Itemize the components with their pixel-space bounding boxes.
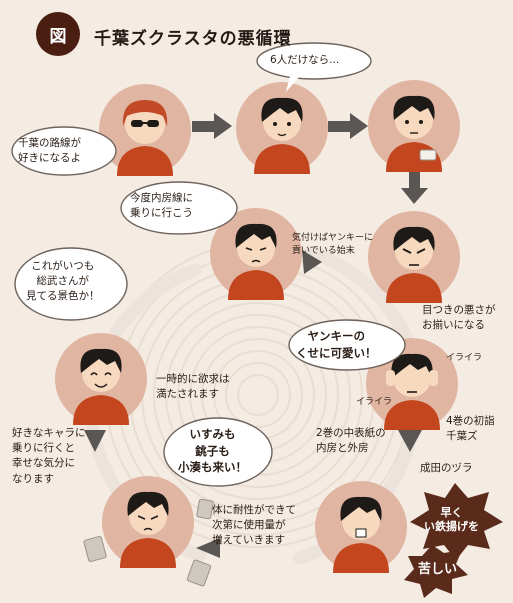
label-line: 気付けばヤンキーに bbox=[292, 233, 374, 243]
character-figure bbox=[73, 348, 129, 425]
character-figure bbox=[254, 97, 310, 174]
bubble-line: 今度内房線に bbox=[130, 192, 193, 204]
bubble-line: ヤンキーの bbox=[307, 329, 366, 343]
label-line: 内房と外房 bbox=[316, 442, 369, 455]
figure-badge: 図 bbox=[36, 12, 80, 56]
bubble-line: 好きになるよ bbox=[18, 152, 81, 165]
step-label: 成田のヅラ bbox=[420, 462, 473, 474]
label-line: 一時的に欲求は bbox=[156, 373, 230, 385]
bubble-line: 乗りに行こう bbox=[130, 207, 193, 220]
bubble-line: 総武さんが bbox=[36, 275, 90, 288]
step-label: 2巻の中表紙の 内房と外房 bbox=[316, 426, 386, 456]
cycle-arrowheads bbox=[84, 250, 422, 558]
character-figure bbox=[386, 95, 442, 172]
star-callout-text: 早く い鉄揚げを bbox=[424, 506, 479, 534]
character-figure bbox=[386, 226, 442, 303]
label-line: 体に耐性ができて bbox=[212, 504, 296, 516]
irritation-label: イライラ bbox=[446, 353, 483, 363]
label-line: 幸せな気分に bbox=[12, 457, 75, 470]
bubble-line: くせに可愛い！ bbox=[296, 345, 377, 360]
label-line: 次第に使用量が bbox=[212, 519, 286, 532]
star-line: い鉄揚げを bbox=[424, 519, 479, 533]
speech-bubbles bbox=[11, 42, 406, 487]
character-figure bbox=[117, 100, 173, 176]
character-figure bbox=[120, 491, 176, 568]
bubble-text: いすみも 銚子も 小湊も来い！ bbox=[178, 426, 247, 476]
star-callout-text: 苦しい bbox=[418, 562, 458, 577]
label-line: 満たされます bbox=[156, 388, 219, 401]
bubble-text: ヤンキーの くせに可愛い！ bbox=[296, 328, 377, 361]
step-label: 一時的に欲求は 満たされます bbox=[156, 372, 230, 402]
bubble-text: 千葉の路線が 好きになるよ bbox=[18, 136, 81, 166]
bubble-text: これがいつも 総武さんが 見てる景色か！ bbox=[26, 259, 100, 305]
step-label: 目つきの悪さが お揃いになる bbox=[422, 303, 496, 333]
step-label: 4巻の初詣 千葉ズ bbox=[446, 414, 495, 444]
label-line: 好きなキャラに bbox=[12, 427, 86, 439]
bubble-line: 銚子も bbox=[195, 443, 230, 458]
label-line: お揃いになる bbox=[422, 319, 485, 332]
bubble-text: 6人だけなら... bbox=[270, 54, 340, 66]
label-line: 貢いでいる始末 bbox=[292, 246, 355, 257]
label-line: 増えていきます bbox=[212, 534, 285, 547]
label-line: 2巻の中表紙の bbox=[316, 427, 386, 439]
character-figures bbox=[73, 95, 442, 573]
bubble-line: 千葉の路線が bbox=[18, 137, 81, 149]
bubble-line: 見てる景色か！ bbox=[26, 290, 100, 303]
bubble-line: これがいつも bbox=[31, 260, 95, 272]
bubble-line: いすみも bbox=[189, 427, 236, 441]
character-figure bbox=[333, 496, 389, 573]
star-callouts bbox=[404, 483, 503, 598]
star-line: 早く bbox=[440, 506, 463, 519]
bubble-line: 小湊も来い！ bbox=[178, 460, 247, 475]
irritation-label: イライラ bbox=[356, 397, 393, 407]
diagram-title: 千葉ズクラスタの悪循環 bbox=[94, 29, 292, 49]
label-line: 目つきの悪さが bbox=[422, 304, 496, 316]
label-line: 千葉ズ bbox=[446, 430, 478, 443]
label-line: 乗りに行くと bbox=[12, 442, 75, 455]
step-arrows bbox=[192, 113, 428, 204]
label-line: なります bbox=[12, 472, 54, 485]
step-label: 体に耐性ができて 次第に使用量が 増えていきます bbox=[212, 503, 296, 549]
character-circles bbox=[55, 80, 460, 573]
label-line: 4巻の初詣 bbox=[446, 415, 495, 427]
step-label: 気付けばヤンキーに 貢いでいる始末 bbox=[292, 232, 373, 258]
step-label: 好きなキャラに 乗りに行くと 幸せな気分に なります bbox=[12, 426, 86, 487]
character-figure bbox=[384, 353, 440, 430]
bubble-text: 今度内房線に 乗りに行こう bbox=[130, 191, 193, 221]
package-icons bbox=[83, 498, 214, 587]
character-figure bbox=[228, 223, 284, 300]
